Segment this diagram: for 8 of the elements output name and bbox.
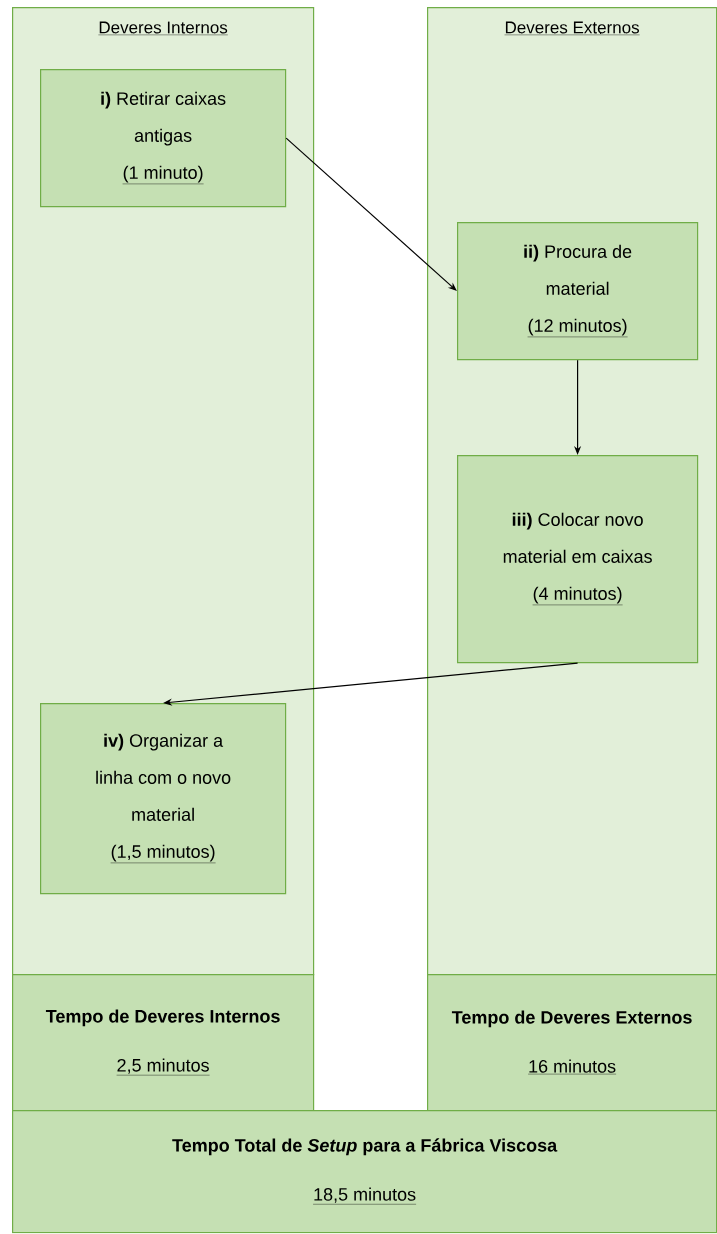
step-box: ii) Procura de material (12 minutos) <box>457 222 699 361</box>
step-box: iii) Colocar novo material em caixas (4 minutos) <box>457 455 699 664</box>
step-box: i) Retirar caixas antigas (1 minuto) <box>40 69 287 208</box>
node-label: Tempo de Deveres Externos <box>451 1010 692 1028</box>
step-box: iv) Organizar a linha com o novo material (1,5 minutos) <box>40 703 287 895</box>
total-box: Tempo de Deveres Internos 2,5 minutos <box>12 974 315 1112</box>
node-label: 16 minutos <box>529 1059 616 1073</box>
total-box: Tempo de Deveres Externos 16 minutos <box>427 974 717 1112</box>
